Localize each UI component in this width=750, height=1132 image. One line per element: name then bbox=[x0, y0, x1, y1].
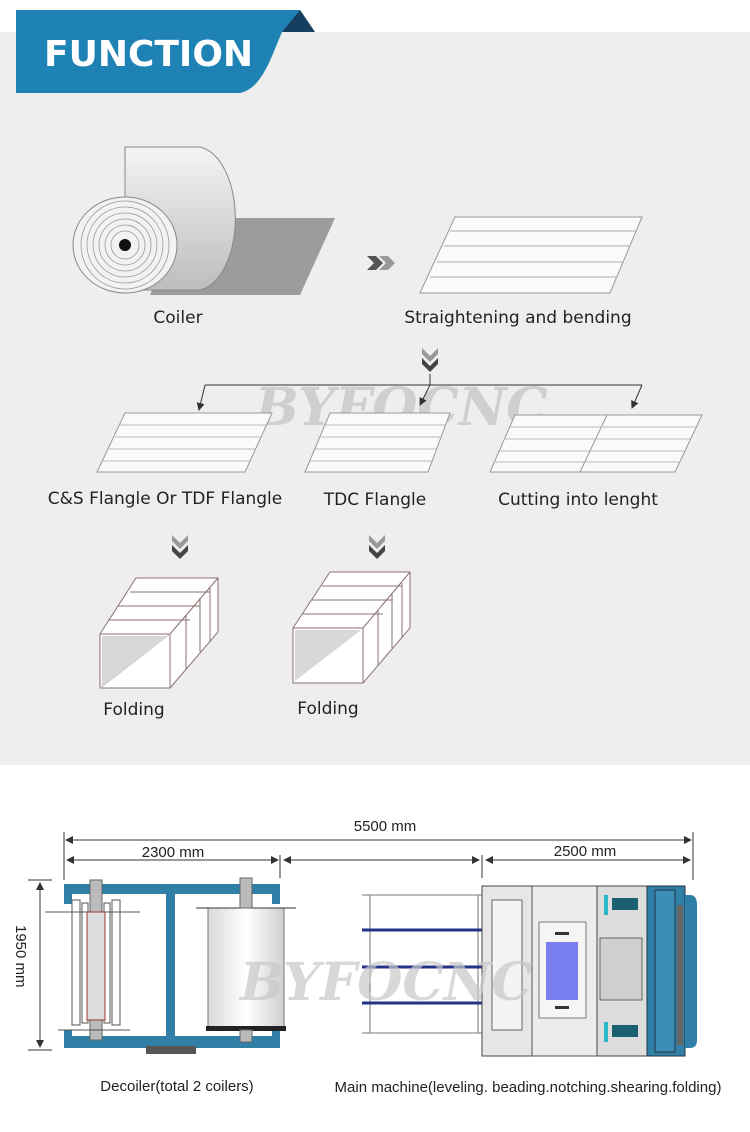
tdc-flange-sheet bbox=[304, 412, 451, 473]
function-banner: FUNCTION bbox=[16, 10, 315, 93]
dimension-total: 5500 mm bbox=[354, 818, 417, 835]
watermark-bottom: BYFOCNC bbox=[238, 952, 533, 1013]
folded-duct-right bbox=[292, 571, 411, 684]
label-cs-flange: C&S Flangle Or TDF Flangle bbox=[48, 489, 283, 509]
label-tdc-flange: TDC Flangle bbox=[323, 490, 426, 510]
label-coiler: Coiler bbox=[153, 308, 202, 328]
straightened-sheet bbox=[419, 216, 643, 294]
decoiler-illustration bbox=[45, 877, 296, 1054]
caption-decoiler: Decoiler(total 2 coilers) bbox=[100, 1078, 253, 1095]
label-cutting: Cutting into lenght bbox=[498, 490, 658, 510]
double-chevron-down-icon bbox=[172, 535, 188, 559]
dimension-machine: 2500 mm bbox=[554, 843, 617, 860]
caption-main-machine: Main machine(leveling. beading.notching.… bbox=[335, 1079, 722, 1096]
coil-illustration bbox=[72, 146, 335, 295]
folded-duct-left bbox=[99, 577, 219, 689]
double-chevron-right-icon bbox=[367, 256, 395, 270]
main-machine-illustration bbox=[362, 885, 697, 1057]
double-chevron-down-icon bbox=[369, 535, 385, 559]
dimension-decoiler: 2300 mm bbox=[142, 844, 205, 861]
branch-connector bbox=[196, 374, 643, 411]
banner-title: FUNCTION bbox=[44, 34, 253, 75]
double-chevron-down-icon bbox=[422, 348, 438, 372]
label-straightening: Straightening and bending bbox=[404, 308, 631, 328]
control-screen bbox=[546, 942, 578, 1000]
label-folding-right: Folding bbox=[297, 699, 358, 719]
label-folding-left: Folding bbox=[103, 700, 164, 720]
dimension-height: 1950 mm bbox=[12, 925, 29, 988]
cut-sheets bbox=[489, 414, 703, 473]
dimension-lines bbox=[28, 832, 694, 1051]
cs-flange-sheet bbox=[96, 412, 273, 473]
